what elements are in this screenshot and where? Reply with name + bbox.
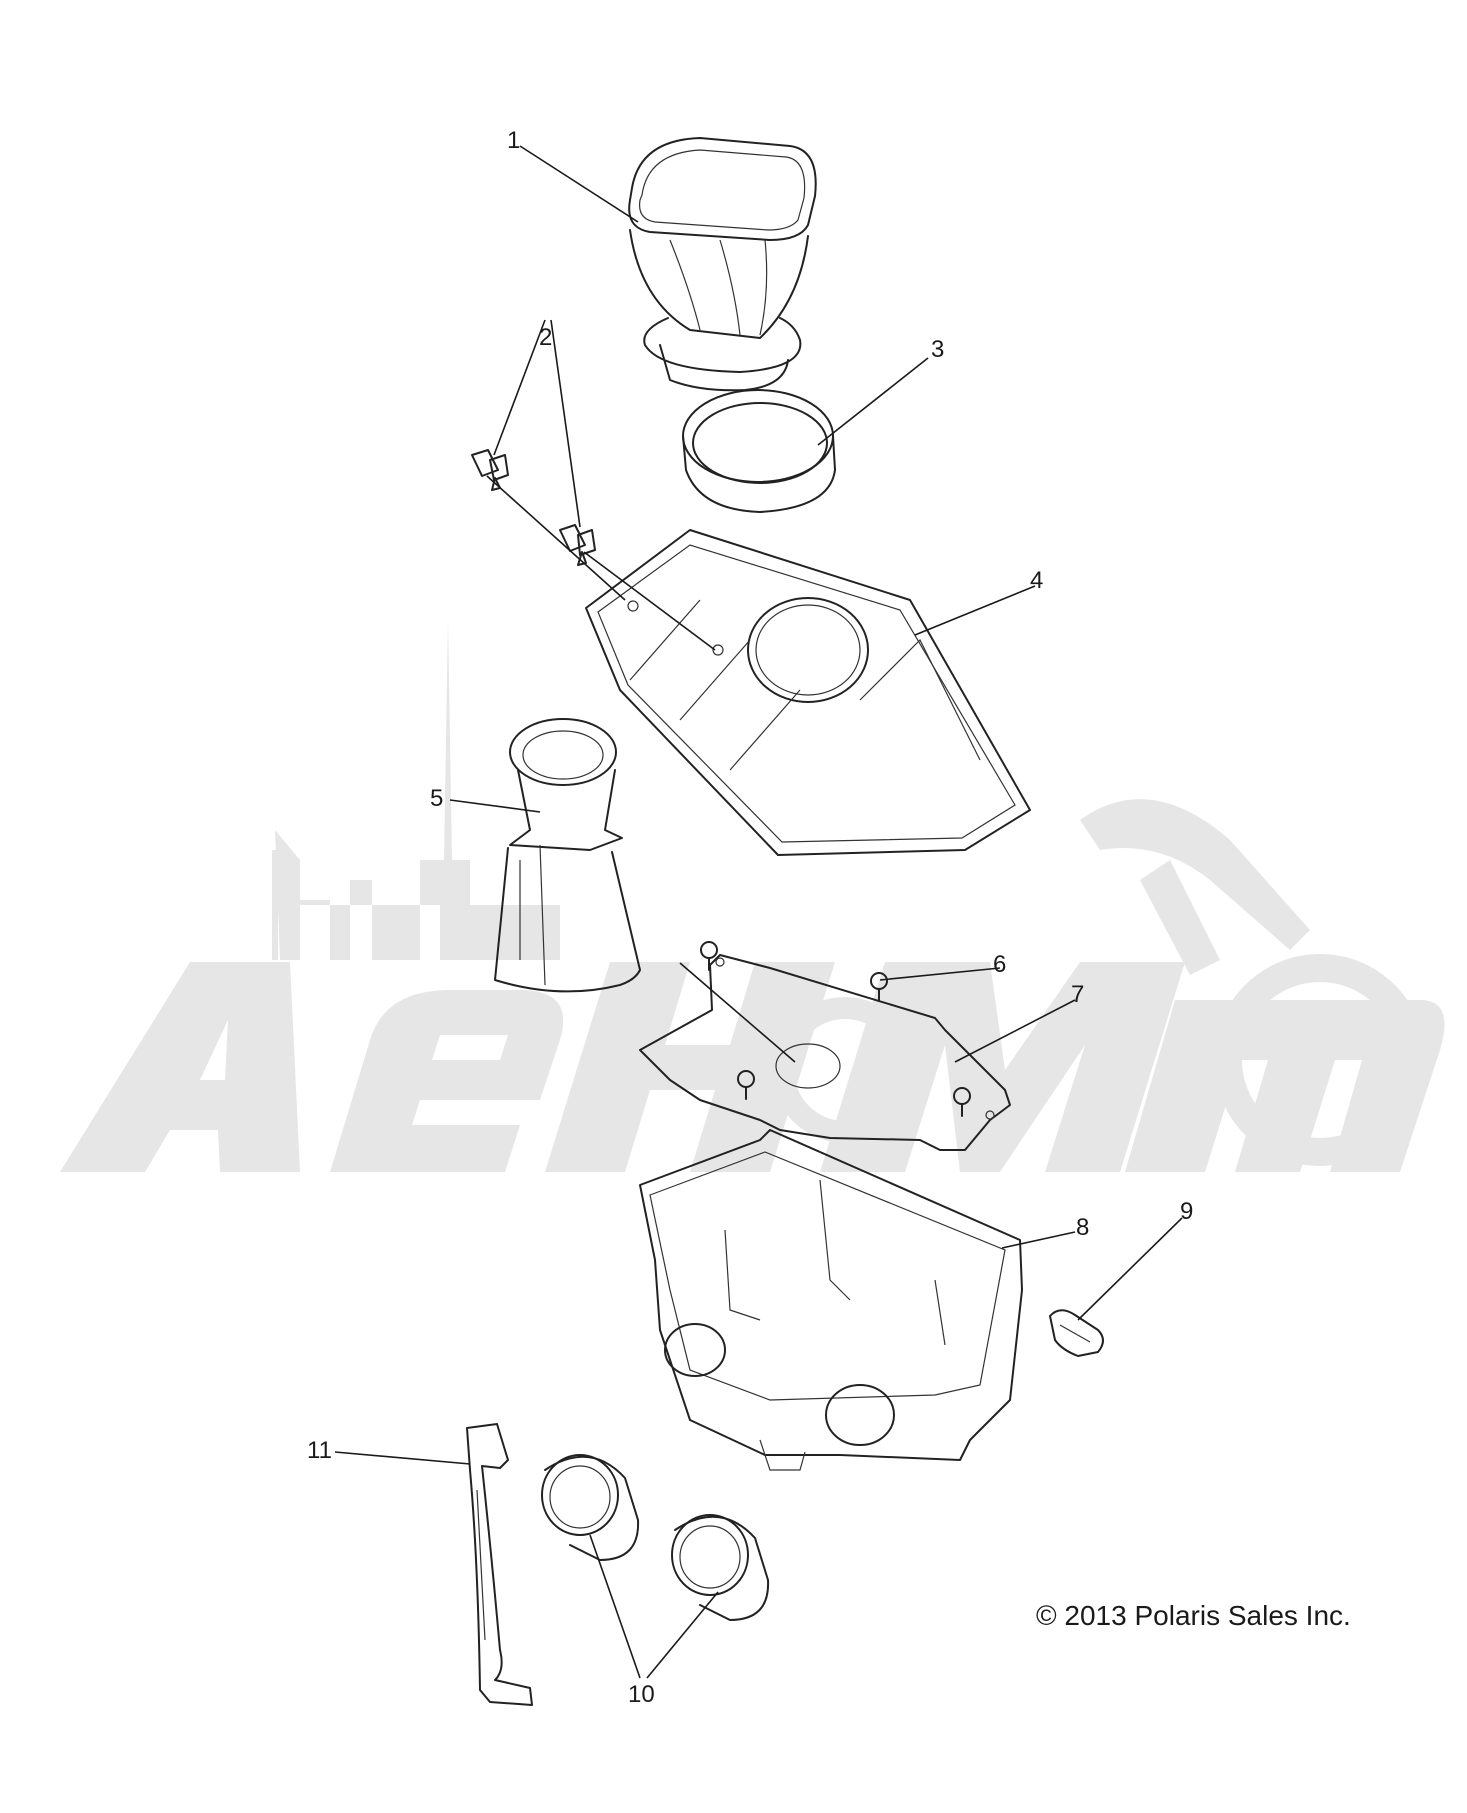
- callout-7: 7: [1071, 981, 1084, 1008]
- part-boots: [541, 1454, 770, 1621]
- callout-1: 1: [507, 127, 520, 154]
- leader-lines: [334, 145, 1183, 1679]
- callout-labels: 1 2 3 4 5 6 7 8 9 10 11: [307, 127, 1193, 1708]
- callout-6: 6: [993, 951, 1006, 978]
- part-screws: [700, 941, 971, 1117]
- part-airbox-base: [639, 1129, 1023, 1471]
- callout-11: 11: [307, 1437, 332, 1464]
- part-fittings: [471, 449, 596, 566]
- part-clip: [1049, 1309, 1104, 1357]
- callout-2: 2: [539, 324, 552, 351]
- callout-3: 3: [931, 336, 944, 363]
- callout-8: 8: [1076, 1214, 1089, 1241]
- part-airbox-cover: [585, 529, 1031, 856]
- part-intake-duct: [628, 137, 817, 392]
- copyright-notice: © 2013 Polaris Sales Inc.: [1036, 1600, 1351, 1631]
- watermark-logo: [60, 620, 1445, 1172]
- callout-5: 5: [430, 785, 443, 812]
- part-strap: [466, 1423, 533, 1706]
- callout-4: 4: [1030, 567, 1043, 594]
- watermark-letters: [60, 962, 1445, 1172]
- part-plate: [639, 954, 1011, 1151]
- part-velocity-stack: [494, 718, 641, 993]
- part-seal-ring: [682, 389, 836, 513]
- callout-9: 9: [1180, 1198, 1193, 1225]
- callout-10: 10: [628, 1681, 655, 1708]
